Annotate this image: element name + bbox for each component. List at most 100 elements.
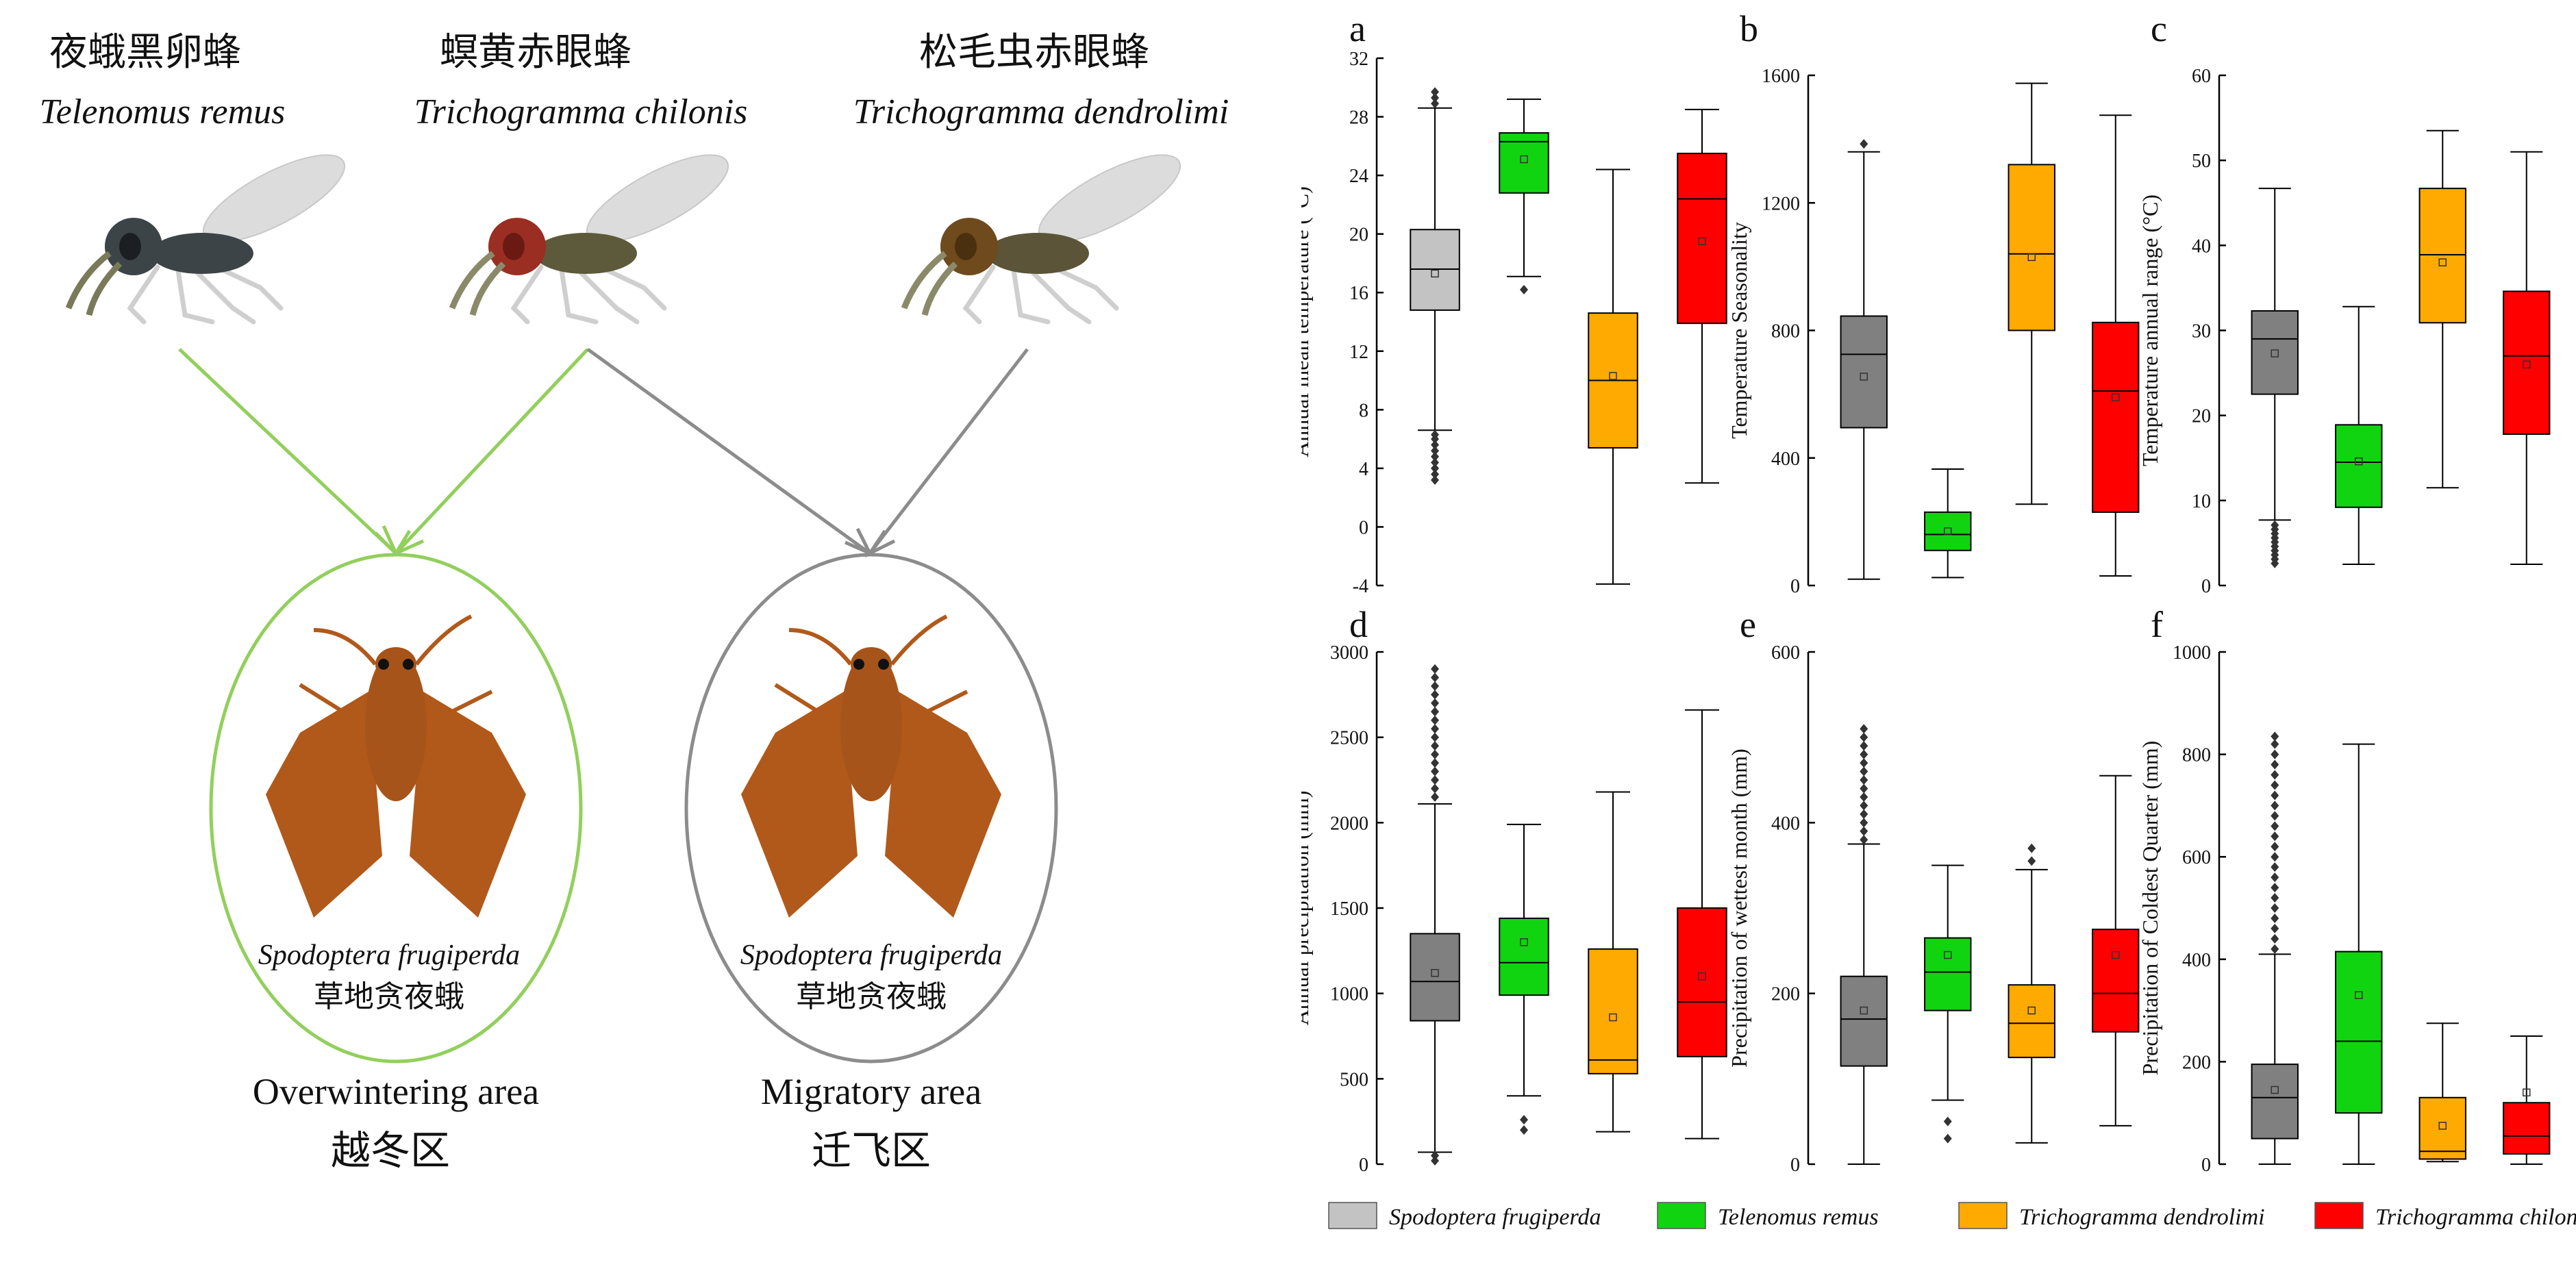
box-4 bbox=[2503, 1035, 2551, 1165]
outlier-point bbox=[1860, 741, 1868, 751]
outlier-point bbox=[1431, 446, 1439, 456]
species-3-latin: Trichogramma dendrolimi bbox=[853, 92, 1229, 131]
y-tick-label: 200 bbox=[2182, 1052, 2211, 1073]
outlier-point bbox=[1431, 749, 1439, 759]
y-axis-label: Temperature annual range (°C) bbox=[2138, 194, 2162, 466]
moth-2-icon bbox=[741, 614, 1001, 918]
outlier-point bbox=[1943, 1116, 1952, 1127]
outlier-point bbox=[2271, 770, 2279, 780]
outlier-point bbox=[1431, 707, 1439, 717]
box-iqr bbox=[1410, 933, 1460, 1022]
migratory-area-cn: 迁飞区 bbox=[812, 1127, 931, 1174]
mean-marker bbox=[2523, 1088, 2531, 1097]
overwintering-area-label: Overwintering area bbox=[253, 1071, 539, 1112]
outlier-point bbox=[2271, 913, 2279, 923]
mean-marker bbox=[1698, 237, 1706, 246]
legend-swatch bbox=[1657, 1202, 1706, 1229]
arrow-chilonis-overwinter bbox=[395, 348, 589, 555]
box-4 bbox=[1677, 709, 1727, 1140]
box-2 bbox=[2335, 305, 2383, 565]
box-iqr bbox=[2251, 1064, 2299, 1140]
y-tick-label: 4 bbox=[1359, 459, 1368, 480]
box-iqr bbox=[2503, 290, 2551, 435]
mean-marker bbox=[2027, 1006, 2036, 1015]
outlier-point bbox=[1520, 1115, 1528, 1125]
box-1 bbox=[1410, 87, 1460, 485]
outlier-point bbox=[1431, 429, 1439, 440]
box-iqr bbox=[2008, 164, 2055, 331]
outlier-point bbox=[1860, 766, 1868, 777]
outlier-point bbox=[1431, 1150, 1439, 1161]
outlier-point bbox=[1431, 715, 1439, 725]
outlier-point bbox=[1431, 775, 1439, 785]
host-cn-2: 草地贪夜蛾 bbox=[796, 979, 947, 1014]
species-3-cn: 松毛虫赤眼蜂 bbox=[919, 30, 1149, 75]
y-tick-label: 20 bbox=[2192, 406, 2211, 427]
y-tick-label: 500 bbox=[1340, 1069, 1368, 1090]
wasp-2-icon bbox=[449, 154, 729, 325]
mean-marker bbox=[1609, 1013, 1617, 1022]
outlier-point bbox=[1431, 664, 1439, 674]
box-2 bbox=[1499, 98, 1549, 294]
outlier-point bbox=[1860, 809, 1868, 819]
outlier-point bbox=[2271, 731, 2279, 742]
box-iqr bbox=[2418, 188, 2466, 324]
mean-marker bbox=[2112, 951, 2120, 959]
outlier-point bbox=[2271, 923, 2279, 933]
outlier-point bbox=[1431, 469, 1439, 479]
mean-marker bbox=[1860, 1006, 1868, 1015]
mean-marker bbox=[2355, 991, 2363, 999]
outlier-point bbox=[1431, 758, 1439, 768]
box-2 bbox=[1499, 823, 1549, 1135]
y-tick-label: 0 bbox=[1359, 1155, 1368, 1176]
legend-swatch bbox=[1958, 1202, 2008, 1229]
box-iqr bbox=[2092, 321, 2140, 513]
box-1 bbox=[2251, 188, 2299, 568]
host-cn-1: 草地贪夜蛾 bbox=[314, 979, 464, 1014]
outlier-point bbox=[2271, 790, 2279, 801]
box-iqr bbox=[1840, 975, 1888, 1067]
mean-marker bbox=[2438, 1122, 2447, 1130]
outlier-point bbox=[1431, 732, 1439, 742]
box-iqr bbox=[2418, 1096, 2466, 1160]
y-tick-label: 400 bbox=[2182, 950, 2211, 971]
mean-marker bbox=[1860, 373, 1868, 381]
outlier-point bbox=[1860, 749, 1868, 759]
panel-letter: b bbox=[1740, 8, 1758, 49]
box-iqr bbox=[2251, 310, 2299, 395]
outlier-point bbox=[1431, 698, 1439, 708]
y-tick-label: 8 bbox=[1359, 400, 1368, 421]
panel-letter: c bbox=[2151, 8, 2167, 49]
y-tick-label: 12 bbox=[1349, 342, 1368, 363]
outlier-point bbox=[1431, 724, 1439, 734]
outlier-point bbox=[2271, 842, 2279, 852]
box-iqr bbox=[2092, 929, 2140, 1033]
overwintering-area-ellipse bbox=[209, 553, 583, 1064]
box-iqr bbox=[1499, 917, 1549, 996]
legend-label: Trichogramma chilonis bbox=[2375, 1205, 2576, 1230]
outlier-point bbox=[1431, 681, 1439, 691]
species-2-latin: Trichogramma chilonis bbox=[414, 92, 748, 131]
outlier-point bbox=[2271, 811, 2279, 821]
outlier-point bbox=[1431, 690, 1439, 700]
y-tick-label: 20 bbox=[1349, 225, 1368, 246]
outlier-point bbox=[2271, 520, 2279, 530]
y-tick-label: 60 bbox=[2192, 66, 2211, 87]
y-tick-label: 800 bbox=[1771, 321, 1800, 342]
y-tick-label: 10 bbox=[2192, 491, 2211, 512]
outlier-point bbox=[2271, 821, 2279, 831]
outlier-point bbox=[2271, 933, 2279, 944]
box-2 bbox=[1924, 468, 1972, 579]
outlier-point bbox=[1860, 792, 1868, 802]
panel-letter: e bbox=[1740, 604, 1756, 645]
box-iqr bbox=[1588, 948, 1638, 1074]
outlier-point bbox=[1431, 99, 1439, 109]
y-axis-label: Annual mean temperature (°C) bbox=[1301, 186, 1313, 457]
box-1 bbox=[1840, 724, 1888, 1165]
y-tick-label: 28 bbox=[1349, 108, 1368, 129]
box-4 bbox=[2503, 151, 2551, 565]
